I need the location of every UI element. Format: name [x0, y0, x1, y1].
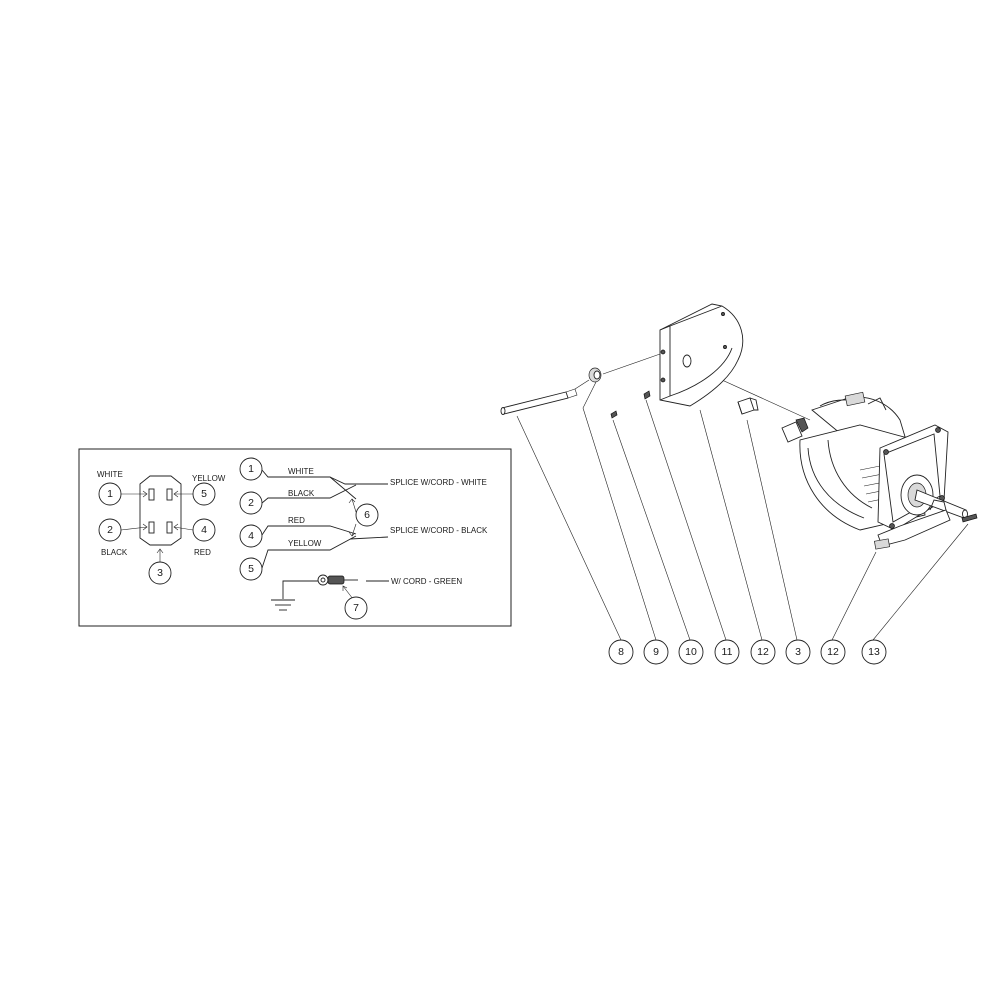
connector-plug	[120, 475, 194, 562]
svg-text:12: 12	[757, 646, 769, 658]
svg-text:9: 9	[653, 646, 659, 658]
terminal-label-black: BLACK	[101, 548, 128, 557]
motor-connector	[781, 417, 809, 443]
screw-11	[643, 390, 651, 400]
end-cover	[659, 303, 744, 407]
callout-12-clip: 12	[750, 639, 776, 665]
terminal-label-white: WHITE	[97, 470, 123, 479]
svg-text:1: 1	[107, 488, 113, 500]
callout-10: 10	[678, 639, 704, 665]
callout-4-wire: 4	[239, 524, 263, 548]
svg-text:12: 12	[827, 646, 839, 658]
screw-10	[610, 410, 618, 419]
svg-text:7: 7	[353, 602, 359, 614]
callout-1-wire: 1	[239, 457, 263, 481]
wire-label-yellow: YELLOW	[288, 539, 322, 548]
svg-text:5: 5	[248, 563, 254, 575]
wire-lines	[261, 469, 389, 569]
ground-cord-label: W/ CORD - GREEN	[391, 577, 462, 586]
svg-text:4: 4	[201, 524, 207, 536]
svg-text:2: 2	[248, 497, 254, 509]
ring-terminal-icon	[317, 574, 389, 600]
callout-8: 8	[608, 639, 634, 665]
wire-label-white: WHITE	[288, 467, 314, 476]
exploded-motor-view: 8 9 10 11 12 3 12 13	[500, 303, 978, 665]
terminal-label-red: RED	[194, 548, 211, 557]
callout-1-terminal: 1	[98, 482, 122, 506]
splice-white-label: SPLICE W/CORD - WHITE	[390, 478, 487, 487]
leader-lines	[516, 381, 969, 641]
clip-part	[737, 397, 759, 415]
svg-text:2: 2	[107, 524, 113, 536]
schematic-frame	[78, 448, 512, 627]
svg-text:1: 1	[248, 463, 254, 475]
callout-5-terminal: 5	[192, 482, 216, 506]
svg-text:5: 5	[201, 488, 207, 500]
splice-black-label: SPLICE W/CORD - BLACK	[390, 526, 488, 535]
callout-13: 13	[861, 639, 887, 665]
callout-11: 11	[714, 639, 740, 665]
wiring-schematic: WHITE YELLOW BLACK RED 1 5 2 4 3 WHITE B…	[78, 448, 512, 627]
callout-7-ground: 7	[344, 596, 368, 620]
svg-text:6: 6	[364, 509, 370, 521]
callout-3-connector-motor: 3	[785, 639, 811, 665]
callout-4-terminal: 4	[192, 518, 216, 542]
svg-text:3: 3	[795, 646, 801, 658]
callout-12-base: 12	[820, 639, 846, 665]
callout-2-terminal: 2	[98, 518, 122, 542]
callout-9: 9	[643, 639, 669, 665]
svg-text:4: 4	[248, 530, 254, 542]
callout-2-wire: 2	[239, 491, 263, 515]
svg-text:13: 13	[868, 646, 880, 658]
svg-text:8: 8	[618, 646, 624, 658]
wire-label-red: RED	[288, 516, 305, 525]
callout-6-splice: 6	[355, 503, 379, 527]
electric-motor	[799, 391, 968, 550]
shaft-key	[961, 513, 978, 523]
callout-5-wire: 5	[239, 557, 263, 581]
callout-3-connector: 3	[148, 561, 172, 585]
wire-label-black: BLACK	[288, 489, 315, 498]
svg-text:11: 11	[722, 646, 733, 658]
ground-icon	[271, 580, 318, 611]
shaft-rod	[500, 388, 578, 415]
bushing	[574, 367, 602, 390]
terminal-label-yellow: YELLOW	[192, 474, 226, 483]
svg-text:3: 3	[157, 567, 163, 579]
svg-text:10: 10	[685, 646, 697, 658]
